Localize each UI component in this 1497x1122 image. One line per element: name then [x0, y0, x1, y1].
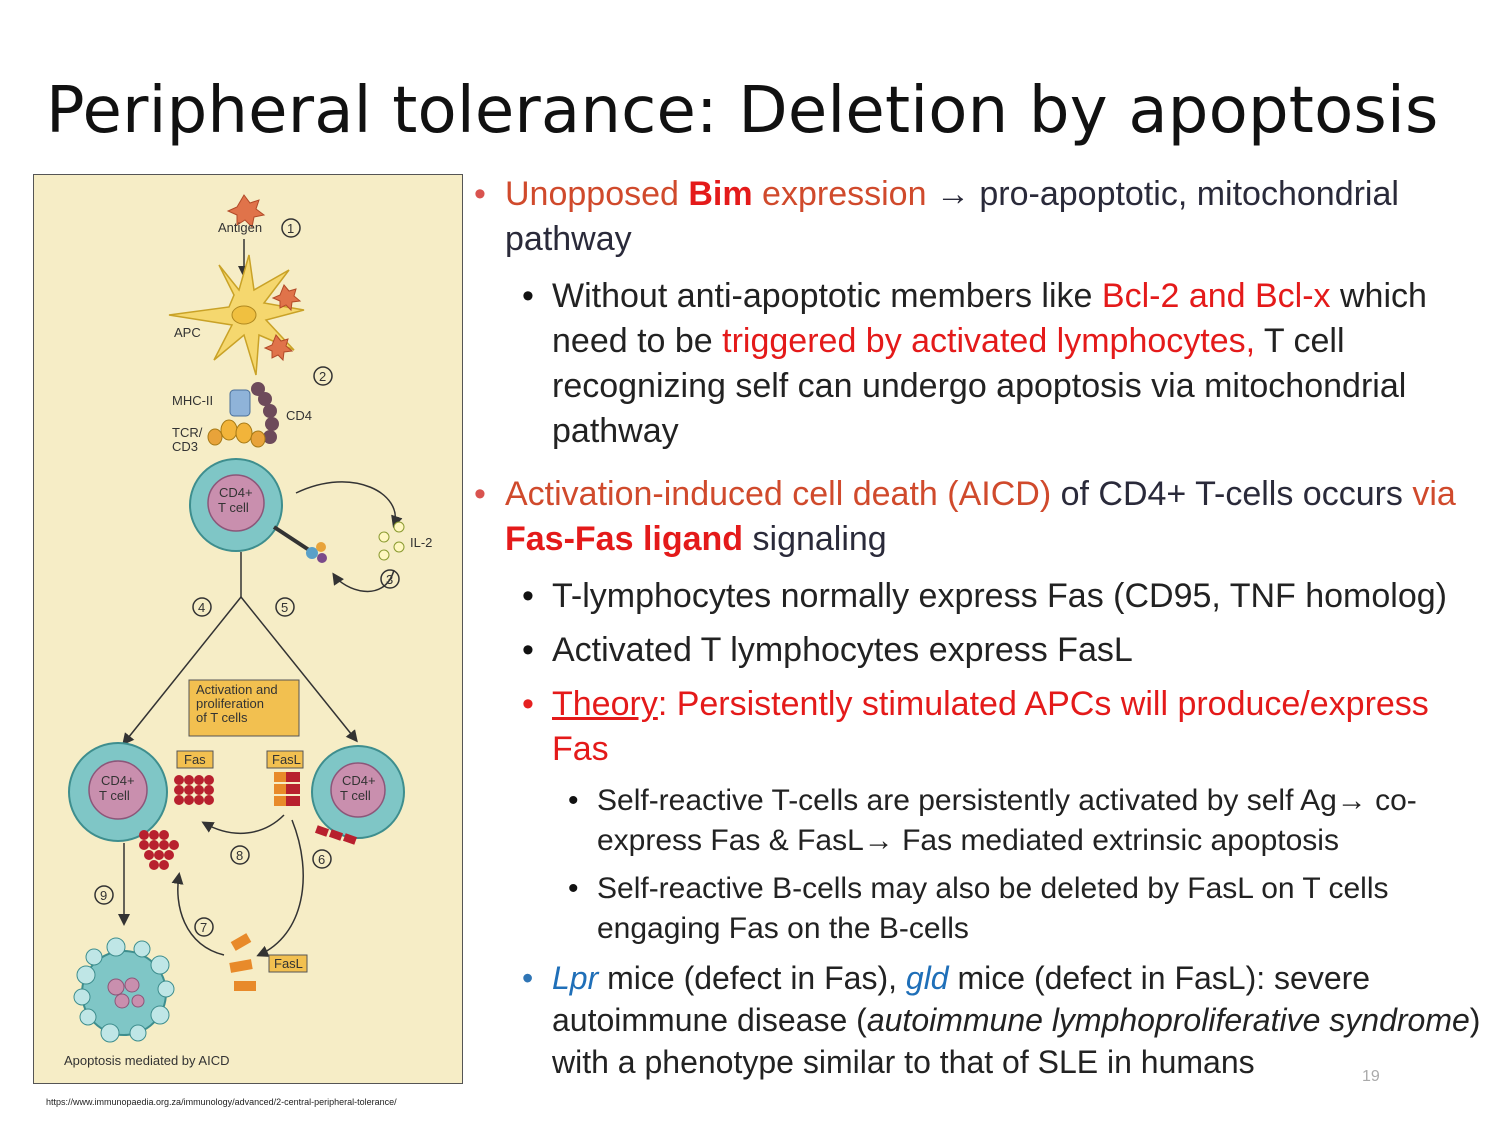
svg-text:7: 7 — [200, 920, 207, 935]
cd4-tcell-right: CD4+ T cell — [311, 745, 405, 839]
svg-text:CD4+: CD4+ — [101, 773, 135, 788]
svg-text:2: 2 — [319, 369, 326, 384]
step-3-marker: 3 — [380, 569, 400, 589]
svg-text:FasL: FasL — [274, 956, 303, 971]
step-4-marker: 4 — [192, 597, 212, 617]
svg-text:6: 6 — [318, 852, 325, 867]
step-7-marker: 7 — [194, 917, 214, 937]
svg-text:FasL: FasL — [272, 752, 301, 767]
svg-text:of T cells: of T cells — [196, 710, 248, 725]
bullet-theory: Theory: Persistently stimulated APCs wil… — [470, 682, 1490, 772]
step-6-marker: 6 — [312, 849, 332, 869]
bullet-self-reactive-t: Self-reactive T-cells are persistently a… — [470, 781, 1490, 861]
svg-text:3: 3 — [386, 572, 393, 587]
aicd-figure: Antigen 1 APC 2 MHC-I — [33, 174, 463, 1084]
step-5-marker: 5 — [275, 597, 295, 617]
svg-text:T cell: T cell — [340, 788, 371, 803]
cd4-label: CD4 — [286, 408, 312, 423]
fasl-soluble-label-box: FasL — [268, 954, 308, 973]
fas-label-box: Fas — [176, 750, 214, 769]
step-8-marker: 8 — [230, 845, 250, 865]
svg-text:Activation and: Activation and — [196, 682, 278, 697]
svg-text:proliferation: proliferation — [196, 696, 264, 711]
fas-receptors-icon — [139, 775, 214, 870]
svg-text:8: 8 — [236, 848, 243, 863]
cd4-coreceptor-icon — [251, 382, 279, 444]
tcr-label: TCR/ — [172, 425, 203, 440]
bullet-bim: Unopposed Bim expression → pro-apoptotic… — [470, 172, 1490, 262]
fasl-label-box: FasL — [266, 750, 304, 769]
il2-receptor-icon — [306, 542, 327, 563]
bullet-bcl: Without anti-apoptotic members like Bcl-… — [470, 274, 1490, 454]
cd3-label: CD3 — [172, 439, 198, 454]
apc-label: APC — [174, 325, 201, 340]
svg-text:4: 4 — [198, 600, 205, 615]
bullet-fasl-expression: Activated T lymphocytes express FasL — [470, 628, 1490, 673]
svg-text:1: 1 — [287, 221, 294, 236]
step-2-marker: 2 — [313, 366, 333, 386]
bullet-lpr-gld: Lpr mice (defect in Fas), gld mice (defe… — [470, 957, 1490, 1083]
arrow-icon: → — [863, 824, 894, 857]
bullet-fas-expression: T-lymphocytes normally express Fas (CD95… — [470, 574, 1490, 619]
aicd-diagram: Antigen 1 APC 2 MHC-I — [64, 194, 432, 1068]
svg-text:T cell: T cell — [99, 788, 130, 803]
tcr-cd3-icon — [207, 419, 266, 448]
slide-content: Unopposed Bim expression → pro-apoptotic… — [470, 172, 1490, 1092]
svg-text:T cell: T cell — [218, 500, 249, 515]
slide-title: Peripheral tolerance: Deletion by apopto… — [46, 74, 1439, 148]
antigen-icon — [226, 194, 266, 229]
svg-text:9: 9 — [100, 888, 107, 903]
antigen-label: Antigen — [218, 220, 262, 235]
step-9-marker: 9 — [94, 885, 114, 905]
apoptotic-cell-icon — [73, 937, 175, 1043]
soluble-fasl-icon — [229, 933, 256, 991]
svg-text:Fas: Fas — [184, 752, 206, 767]
svg-text:5: 5 — [281, 600, 288, 615]
bound-antigen-icon — [271, 284, 302, 312]
arrow-icon: → — [935, 175, 970, 213]
bullet-self-reactive-b: Self-reactive B-cells may also be delete… — [470, 869, 1490, 949]
figure-caption: Apoptosis mediated by AICD — [64, 1053, 229, 1068]
mhc-ii-icon — [229, 389, 251, 417]
mhc-label: MHC-II — [172, 393, 213, 408]
source-link[interactable]: https://www.immunopaedia.org.za/immunolo… — [46, 1097, 397, 1107]
fasl-ligands-icon — [274, 772, 358, 845]
svg-text:CD4+: CD4+ — [219, 485, 253, 500]
cd4-tcell-top: CD4+ T cell — [189, 458, 283, 552]
step-1-marker: 1 — [281, 218, 301, 238]
page-number: 19 — [1362, 1068, 1380, 1085]
activation-box: Activation and proliferation of T cells — [188, 679, 300, 737]
il2-label: IL-2 — [410, 535, 432, 550]
svg-text:CD4+: CD4+ — [342, 773, 376, 788]
il2-molecules-icon — [378, 521, 405, 561]
bullet-aicd: Activation-induced cell death (AICD) of … — [470, 472, 1490, 562]
cd4-tcell-left: CD4+ T cell — [68, 742, 168, 842]
arrow-icon: → — [1336, 784, 1367, 817]
